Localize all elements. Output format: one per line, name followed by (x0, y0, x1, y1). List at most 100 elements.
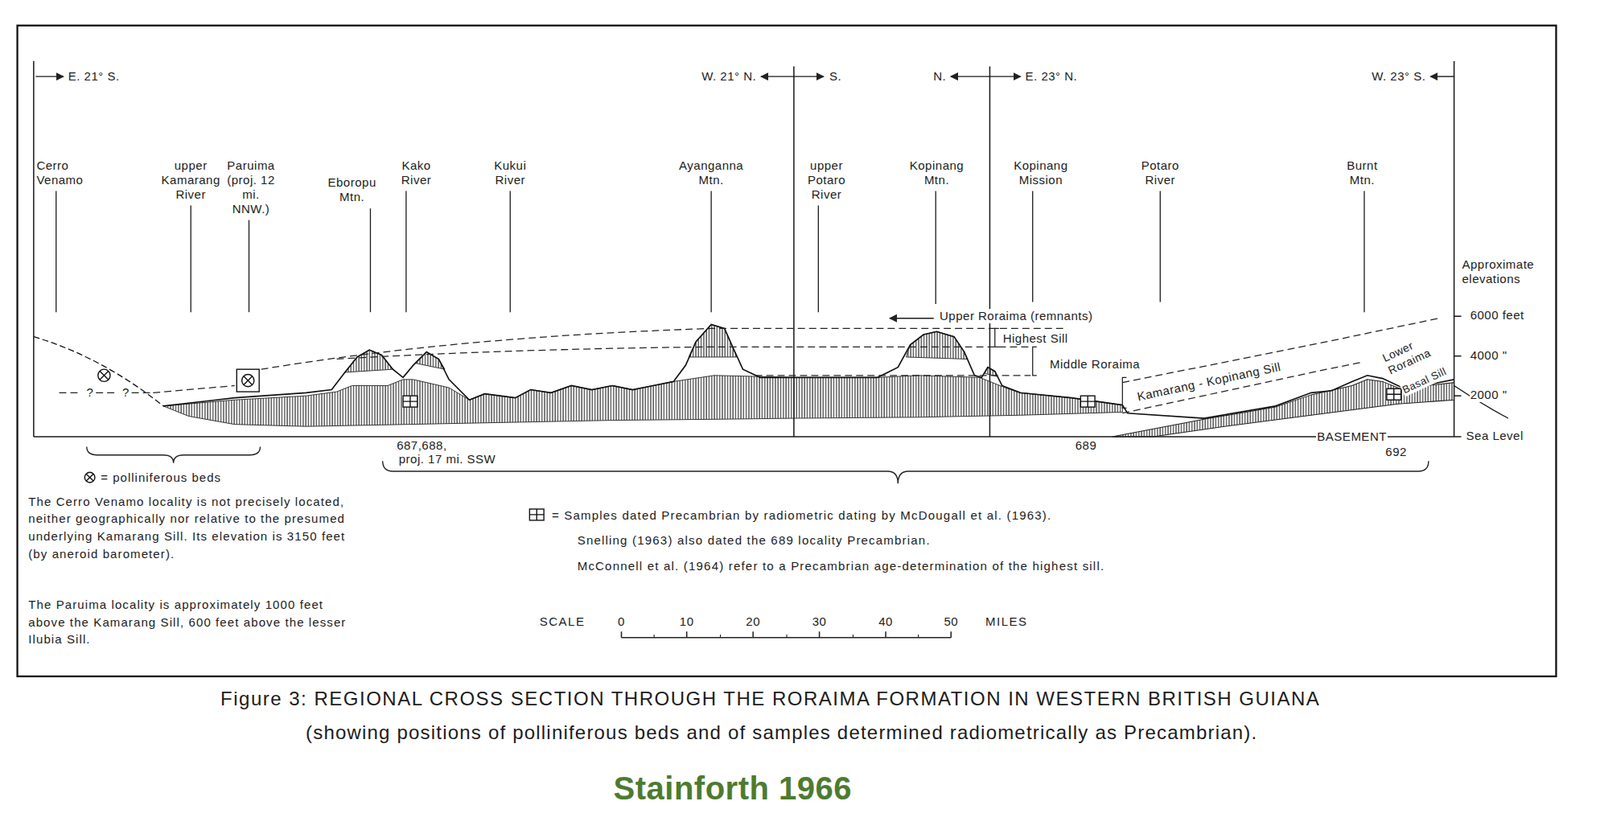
sample-note: proj. 17 mi. SSW (398, 452, 498, 467)
scale-tick (621, 631, 952, 638)
contact-lines (59, 318, 1440, 414)
scale-number: 10 (678, 614, 696, 630)
dating-note: McConnell et al. (1964) refer to a Preca… (576, 559, 1107, 574)
bracket (1122, 377, 1127, 408)
leader-line (55, 191, 57, 313)
direction-arrows (35, 76, 1454, 319)
figure-caption: Figure 3: REGIONAL CROSS SECTION THROUGH… (219, 687, 1321, 712)
scale-number: 50 (942, 614, 959, 630)
scale-unit: MILES (984, 614, 1029, 630)
direction-arrow (35, 75, 63, 77)
legend-pollen-symbol (86, 473, 94, 482)
locality-label: Eboropu Mtn. (322, 175, 383, 205)
sample-symbol (1386, 388, 1402, 400)
elevation-label: 4000 " (1469, 348, 1509, 363)
locality-label: Ayanganna Mtn. (671, 158, 751, 188)
direction-label: E. 23° N. (1024, 69, 1079, 84)
locality-label: Kukui River (485, 158, 535, 188)
scale-bar (621, 631, 952, 638)
sample-symbol (1386, 388, 1402, 400)
leader-line (248, 220, 250, 313)
dashed-contact (95, 392, 116, 394)
unit-label: Kamarang - Kopinang Sill (1135, 358, 1284, 404)
bracket (995, 328, 1000, 347)
sill-band (163, 375, 1123, 427)
terrain-profile (33, 324, 1509, 419)
locality-label: Kopinang Mtn. (902, 158, 971, 188)
locality-label: Kopinang Mission (1007, 158, 1075, 188)
locality-label: upper Kamarang River (156, 158, 225, 202)
frame (17, 25, 1557, 677)
elevation-label: 6000 feet (1469, 308, 1526, 323)
cap-hatch (905, 331, 967, 359)
leader-line (1363, 191, 1365, 313)
bracket (1032, 346, 1037, 376)
dashed-contact (59, 392, 80, 394)
locality-label: Paruima (proj. 12 mi. NNW.) (223, 158, 279, 217)
sample-symbol (403, 395, 418, 408)
braces (86, 447, 1429, 485)
scale-minor-tick (653, 634, 919, 638)
direction-label: W. 21° N. (700, 69, 757, 84)
pollen-symbols (84, 369, 260, 483)
locality-label: Cerro Venamo (35, 158, 95, 188)
unit-label: BASEMENT (1316, 429, 1388, 445)
mountain-caps (345, 324, 998, 377)
leader-line (935, 191, 937, 305)
pollen-box (236, 369, 260, 392)
direction-arrow (950, 75, 990, 77)
legend-sample-symbol (529, 509, 544, 521)
sample-symbol (1080, 395, 1095, 408)
elevation-label: Sea Level (1465, 428, 1525, 444)
pollen-symbol (243, 376, 253, 386)
upper-roraima-line (261, 328, 1067, 370)
locality-note: The Cerro Venamo locality is not precise… (27, 493, 351, 564)
leader-line (710, 191, 712, 313)
brace (86, 447, 261, 464)
locality-label: upper Potaro River (800, 158, 852, 202)
dashed-contact (131, 392, 154, 394)
highest-sill-line (337, 346, 1032, 359)
axis-tick (1454, 355, 1462, 358)
pollen-symbol (98, 369, 111, 382)
brace (382, 460, 1429, 484)
sample-symbol (403, 395, 418, 408)
dashed-contact (152, 385, 235, 393)
profile-continuation (1454, 385, 1509, 419)
scale-title: SCALE (538, 614, 587, 630)
sea-level-line (33, 435, 1462, 438)
section-lines (33, 61, 1462, 437)
dating-note: Snelling (1963) also dated the 689 local… (576, 533, 932, 548)
sample-number: 692 (1384, 444, 1408, 460)
scale-number: 30 (811, 614, 828, 630)
locality-label: Potaro River (1134, 158, 1186, 188)
unit-label: Highest Sill (1002, 331, 1070, 346)
sample-number: 687,688, (395, 438, 448, 453)
direction-label: E. 21° S. (67, 69, 121, 84)
legend-text: = Samples dated Precambrian by radiometr… (551, 508, 1053, 523)
elevation-label: 2000 " (1469, 387, 1509, 403)
legend-sample-symbol (529, 509, 544, 521)
caption-subtitle: (showing positions of polliniferous beds… (304, 721, 1259, 745)
legend-pollen-symbol (84, 472, 95, 483)
direction-arrow (989, 75, 1021, 77)
leader-line (1032, 191, 1033, 303)
scale-number: 0 (616, 614, 626, 630)
scale-number: 20 (744, 614, 761, 630)
elevation-axis (1453, 61, 1456, 437)
query-mark: ? (86, 385, 95, 400)
locality-note: The Paruima locality is approximately 10… (27, 596, 351, 649)
direction-label: S. (828, 69, 843, 84)
section-end-line (32, 61, 35, 437)
pollen-symbol (242, 374, 255, 387)
direction-label: N. (932, 69, 947, 84)
direction-label: W. 23° S. (1370, 69, 1427, 84)
scale-number: 40 (877, 614, 894, 630)
axis-tick (1454, 394, 1462, 397)
sample-symbol (1080, 395, 1095, 408)
terrain-line (163, 324, 1123, 406)
pollen-symbol (99, 370, 109, 380)
locality-label: Kako River (393, 158, 441, 188)
axis-tick (1454, 315, 1462, 317)
